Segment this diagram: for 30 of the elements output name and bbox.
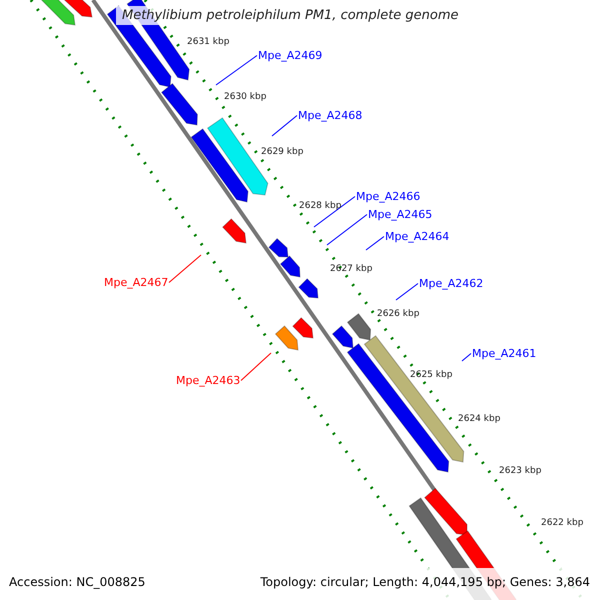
scale-label: 2624 kbp [458,415,500,424]
leader-line [216,55,258,86]
leader-line [366,236,384,250]
scale-label: 2625 kbp [410,371,452,380]
scale-label: 2628 kbp [299,202,342,211]
scale-label: 2630 kbp [224,93,266,102]
gene-label: Mpe_A2467 [104,277,168,288]
scale-label: 2627 kbp [330,265,372,274]
scale-label: 2626 kbp [377,310,420,319]
leader-line [396,283,418,300]
gene-label: Mpe_A2463 [176,375,240,386]
leader-line [462,353,472,362]
gene-label: Mpe_A2461 [472,348,536,359]
leader-line [326,214,368,246]
scale-label: 2623 kbp [499,467,542,476]
gene-label: Mpe_A2468 [298,110,362,121]
scale-label: 2629 kbp [261,148,304,157]
gene-label: Mpe_A2464 [385,231,450,242]
gene-label: Mpe_A2465 [368,209,432,220]
scale-label: 2622 kbp [541,519,584,528]
genome-stats-text: Topology: circular; Length: 4,044,195 bp; Genes: 3,864 [260,576,590,588]
leader-line [240,352,272,381]
scale-label: 2631 kbp [187,38,230,47]
leader-line [168,254,202,283]
leader-line [314,196,356,228]
gene-label: Mpe_A2462 [419,278,484,289]
accession-text: Accession: NC_008825 [9,576,146,588]
gene-label: Mpe_A2469 [258,50,322,61]
leader-line [272,115,298,136]
gene-label: Mpe_A2466 [356,191,420,202]
